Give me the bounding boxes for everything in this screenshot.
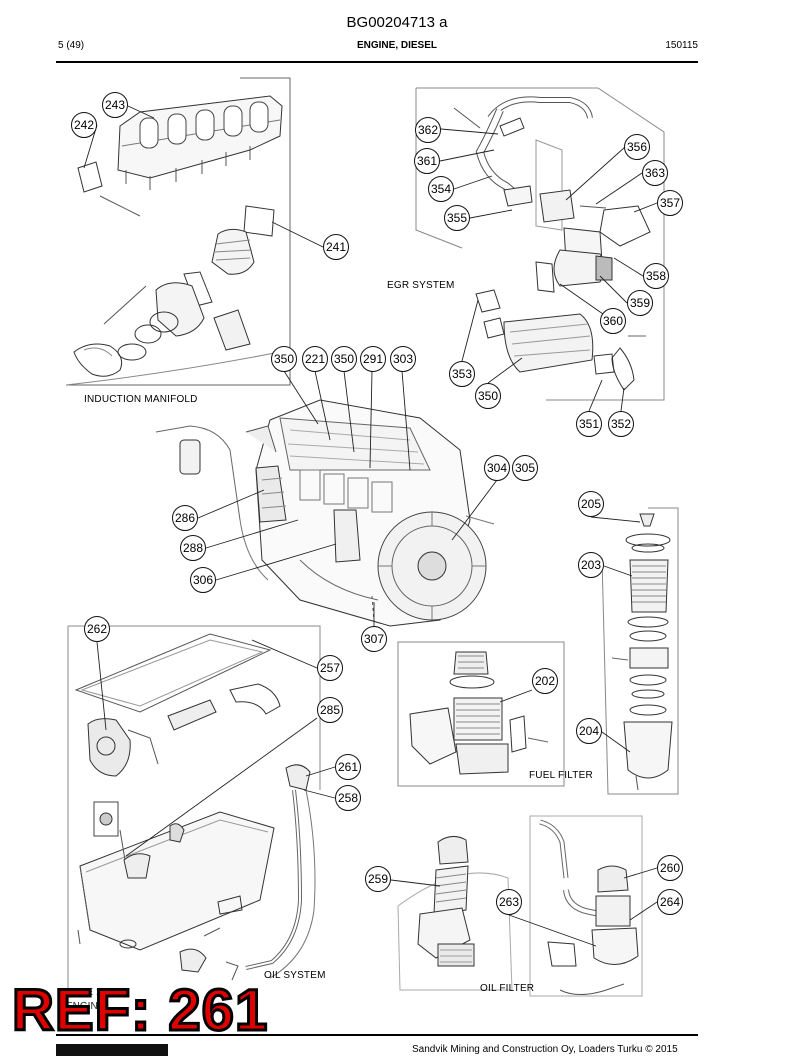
callout-259[interactable]: 259: [365, 866, 391, 892]
callout-305[interactable]: 305: [512, 455, 538, 481]
egr-system-illustration: [415, 87, 665, 401]
callout-357[interactable]: 357: [657, 190, 683, 216]
callout-205[interactable]: 205: [578, 491, 604, 517]
ref-stamp: REF: 261: [10, 978, 269, 1043]
callout-354[interactable]: 354: [428, 176, 454, 202]
callout-286[interactable]: 286: [172, 505, 198, 531]
document-id: BG00204713 a: [346, 14, 448, 31]
callout-261[interactable]: 261: [335, 754, 361, 780]
page-sub-label: ENGINE: [66, 1001, 105, 1012]
callout-291[interactable]: 291: [360, 346, 386, 372]
callout-202[interactable]: 202: [532, 668, 558, 694]
callout-353[interactable]: 353: [449, 361, 475, 387]
page-indicator: 5 (49): [58, 40, 85, 51]
callout-356[interactable]: 356: [624, 134, 650, 160]
callout-242[interactable]: 242: [71, 112, 97, 138]
document-number: 150115: [665, 40, 698, 51]
callout-241[interactable]: 241: [323, 234, 349, 260]
callout-306[interactable]: 306: [190, 567, 216, 593]
callout-307[interactable]: 307: [361, 626, 387, 652]
induction-manifold-illustration: [65, 77, 291, 386]
callout-304[interactable]: 304: [484, 455, 510, 481]
callout-361[interactable]: 361: [414, 148, 440, 174]
induction-manifold-label: INDUCTION MANIFOLD: [84, 394, 198, 405]
callout-263[interactable]: 263: [496, 889, 522, 915]
callout-203[interactable]: 203: [578, 552, 604, 578]
callout-351[interactable]: 351: [576, 411, 602, 437]
egr-system-label: EGR SYSTEM: [387, 280, 455, 291]
callout-363[interactable]: 363: [642, 160, 668, 186]
callout-360[interactable]: 360: [600, 308, 626, 334]
callout-221[interactable]: 221: [302, 346, 328, 372]
callout-358[interactable]: 358: [643, 263, 669, 289]
callout-264[interactable]: 264: [657, 889, 683, 915]
callout-350-egr[interactable]: 350: [475, 383, 501, 409]
oil-filter-illustration: [397, 836, 513, 991]
copyright-text: Sandvik Mining and Construction Oy, Load…: [412, 1044, 678, 1055]
callout-362[interactable]: 362: [415, 117, 441, 143]
callout-350-engine-a[interactable]: 350: [271, 346, 297, 372]
fuel-filter-column-illustration: [601, 507, 679, 795]
fuel-filter-box-illustration: [397, 641, 565, 787]
callout-243[interactable]: 243: [102, 92, 128, 118]
callout-288[interactable]: 288: [180, 535, 206, 561]
callout-352[interactable]: 352: [608, 411, 634, 437]
callout-355[interactable]: 355: [444, 205, 470, 231]
engine-illustration: [155, 399, 495, 627]
callout-303[interactable]: 303: [390, 346, 416, 372]
callout-257[interactable]: 257: [317, 655, 343, 681]
footer-rule: [56, 1034, 698, 1036]
header-rule: [56, 61, 698, 63]
brand-logo: [56, 1044, 168, 1056]
oil-filter-label: OIL FILTER: [480, 983, 535, 994]
callout-285[interactable]: 285: [317, 697, 343, 723]
callout-359[interactable]: 359: [627, 290, 653, 316]
callout-260[interactable]: 260: [657, 855, 683, 881]
section-title: ENGINE, DIESEL: [356, 40, 437, 51]
page-of-label: PAGE 1 OF 6: [66, 987, 127, 998]
callout-204[interactable]: 204: [576, 718, 602, 744]
prefilter-illustration: [529, 815, 643, 997]
fuel-filter-label: FUEL FILTER: [529, 770, 593, 781]
callout-258[interactable]: 258: [335, 785, 361, 811]
callout-262[interactable]: 262: [84, 616, 110, 642]
oil-system-illustration: [67, 625, 321, 990]
oil-system-label: OIL SYSTEM: [264, 970, 326, 981]
callout-350-engine-b[interactable]: 350: [331, 346, 357, 372]
